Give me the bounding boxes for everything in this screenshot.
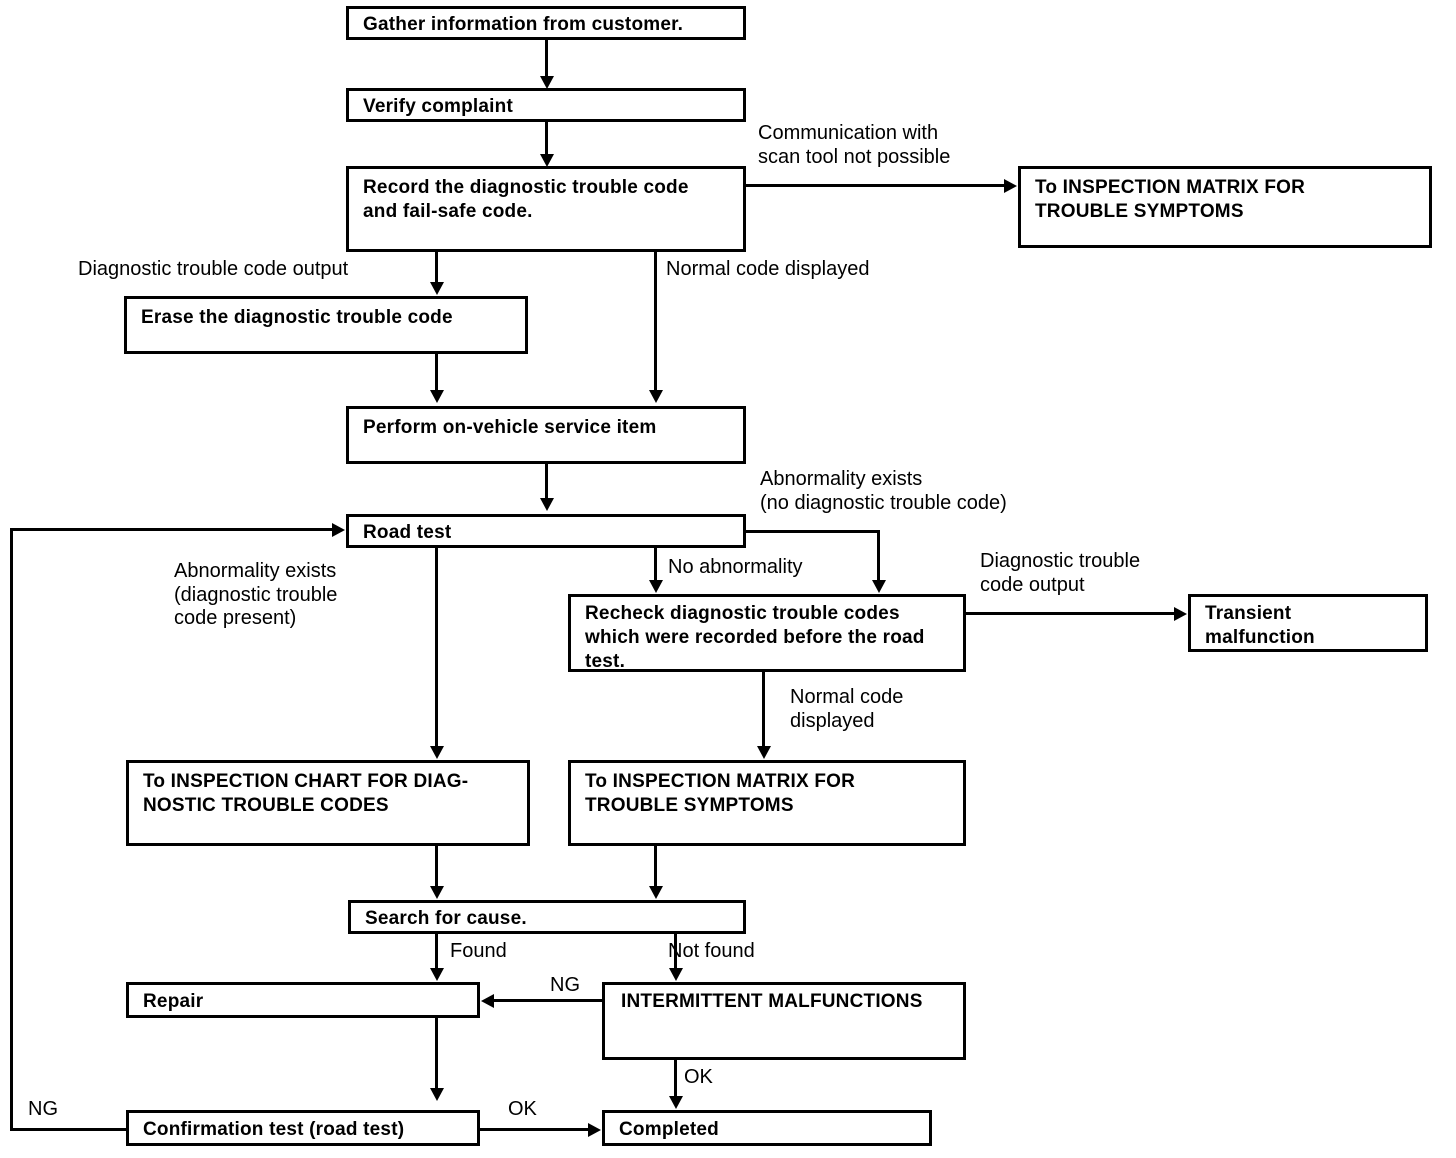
node-transient-malfunction: Transient malfunction xyxy=(1188,594,1428,652)
arrowhead-repair-to-confirmation xyxy=(430,1088,444,1101)
node-to-inspection-chart-dtc: To INSPECTION CHART FOR DIAG- NOSTIC TRO… xyxy=(126,760,530,846)
connector-intermittent-ok-to-completed xyxy=(674,1060,677,1098)
connector-matrix-bottom-to-search xyxy=(654,846,657,888)
connector-erase-to-perform xyxy=(435,354,438,392)
edge-label-communication-scan-tool: Communication with scan tool not possibl… xyxy=(758,122,951,168)
connector-chart-dtc-to-search xyxy=(435,846,438,888)
node-to-inspection-matrix-bottom: To INSPECTION MATRIX FOR TROUBLE SYMPTOM… xyxy=(568,760,966,846)
node-verify-complaint: Verify complaint xyxy=(346,88,746,122)
edge-label-abnormality-no-dtc: Abnormality exists (no diagnostic troubl… xyxy=(760,468,1007,514)
edge-label-not-found: Not found xyxy=(668,940,755,962)
arrowhead-roadtest-to-chart-dtc xyxy=(430,746,444,759)
edge-label-abnormality-dtc-present: Abnormality exists (diagnostic trouble c… xyxy=(174,560,338,630)
node-gather-information: Gather information from customer. xyxy=(346,6,746,40)
arrowhead-roadtest-to-recheck xyxy=(649,580,663,593)
connector-recheck-to-matrix-bottom xyxy=(762,672,765,748)
arrowhead-record-normal-to-perform xyxy=(649,390,663,403)
connector-ng-loop-top xyxy=(10,528,332,531)
arrowhead-recheck-to-transient xyxy=(1174,607,1187,621)
node-repair: Repair xyxy=(126,982,480,1018)
connector-roadtest-to-chart-dtc xyxy=(435,548,438,748)
node-confirmation-test: Confirmation test (road test) xyxy=(126,1110,480,1146)
connector-record-normal-to-perform xyxy=(654,252,657,392)
connector-gather-to-verify xyxy=(545,40,548,78)
connector-recheck-to-transient xyxy=(966,612,1174,615)
node-record-dtc: Record the diagnostic trouble code and f… xyxy=(346,166,746,252)
edge-label-no-abnormality: No abnormality xyxy=(668,556,803,578)
node-completed: Completed xyxy=(602,1110,932,1146)
connector-confirmation-ok-to-completed xyxy=(480,1128,588,1131)
arrowhead-intermittent-ok-to-completed xyxy=(669,1096,683,1109)
arrowhead-recheck-to-matrix-bottom xyxy=(757,746,771,759)
edge-label-dtc-output-top: Diagnostic trouble code output xyxy=(78,258,349,280)
arrowhead-ng-loop-to-roadtest xyxy=(332,523,345,537)
arrowhead-perform-to-roadtest xyxy=(540,498,554,511)
connector-intermittent-ng-to-repair xyxy=(494,999,604,1002)
arrowhead-intermittent-ng-to-repair xyxy=(481,994,494,1008)
arrowhead-chart-dtc-to-search xyxy=(430,886,444,899)
node-search-for-cause: Search for cause. xyxy=(348,900,746,934)
edge-label-found: Found xyxy=(450,940,507,962)
arrowhead-erase-to-perform xyxy=(430,390,444,403)
node-erase-dtc: Erase the diagnostic trouble code xyxy=(124,296,528,354)
connector-search-notfound-to-intermittent xyxy=(674,934,677,970)
connector-roadtest-to-recheck xyxy=(654,548,657,584)
arrowhead-verify-to-record xyxy=(540,154,554,167)
connector-record-to-erase xyxy=(435,252,438,284)
arrowhead-record-to-matrix-top xyxy=(1004,179,1017,193)
arrowhead-matrix-bottom-to-search xyxy=(649,886,663,899)
arrowhead-record-to-erase xyxy=(430,282,444,295)
connector-search-found-to-repair xyxy=(435,934,438,970)
edge-label-ok-intermittent: OK xyxy=(684,1066,713,1088)
arrowhead-gather-to-verify xyxy=(540,76,554,89)
edge-label-ng-loop: NG xyxy=(28,1098,58,1120)
connector-perform-to-roadtest xyxy=(545,464,548,500)
edge-label-normal-code-displayed-top: Normal code displayed xyxy=(666,258,870,280)
edge-label-ok-confirmation: OK xyxy=(508,1098,537,1120)
node-intermittent-malfunctions: INTERMITTENT MALFUNCTIONS xyxy=(602,982,966,1060)
node-perform-service-item: Perform on-vehicle service item xyxy=(346,406,746,464)
arrowhead-search-found-to-repair xyxy=(430,968,444,981)
connector-abnormality-nodtc-down xyxy=(877,530,880,582)
edge-label-normal-code-displayed-mid: Normal code displayed xyxy=(790,686,904,732)
edge-label-dtc-output-mid: Diagnostic trouble code output xyxy=(980,550,1141,596)
connector-ng-loop-bottom xyxy=(10,1128,128,1131)
connector-ng-loop-left xyxy=(10,528,13,1131)
arrowhead-abnormality-nodtc-to-recheck xyxy=(872,580,886,593)
connector-roadtest-right-stub xyxy=(746,530,880,533)
connector-record-to-matrix-top xyxy=(746,184,1004,187)
connector-verify-to-record xyxy=(545,122,548,156)
node-recheck-dtc: Recheck diagnostic trouble codes which w… xyxy=(568,594,966,672)
edge-label-ng-intermittent-to-repair: NG xyxy=(550,974,580,996)
arrowhead-search-notfound-to-intermittent xyxy=(669,968,683,981)
node-road-test: Road test xyxy=(346,514,746,548)
arrowhead-confirmation-ok-to-completed xyxy=(588,1123,601,1137)
node-to-inspection-matrix-top: To INSPECTION MATRIX FOR TROUBLE SYMPTOM… xyxy=(1018,166,1432,248)
connector-repair-to-confirmation xyxy=(435,1018,438,1090)
